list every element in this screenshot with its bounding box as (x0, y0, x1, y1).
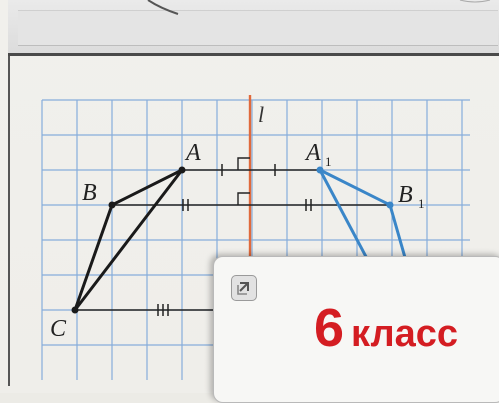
label-a1: A (304, 140, 321, 166)
header-curve-decoration (147, 0, 491, 15)
connector-segments (75, 169, 390, 311)
equal-length-ticks (157, 164, 312, 316)
page-header-bar (8, 0, 499, 56)
triangle-a1b1c1 (318, 168, 410, 269)
page-left-rule (8, 56, 10, 386)
reflection-figure: l (41, 95, 470, 390)
expand-icon-glyph (237, 282, 249, 295)
point-b1 (386, 201, 394, 209)
label-c: C (50, 316, 67, 342)
point-a1 (316, 166, 324, 174)
right-angle-marks (237, 157, 250, 205)
point-b (108, 201, 116, 209)
axis-label-l: l (258, 102, 264, 127)
grade-word: класс (351, 313, 459, 355)
grade-number: 6 (314, 298, 344, 358)
point-a (178, 166, 186, 174)
expand-icon[interactable] (231, 275, 257, 301)
label-b1-sub: 1 (418, 196, 425, 211)
label-a1-sub: 1 (325, 154, 332, 169)
label-b: B (82, 180, 97, 206)
page-header-strip (18, 10, 498, 46)
label-a: A (184, 140, 201, 166)
point-c (71, 306, 79, 314)
label-b1: B (398, 182, 413, 208)
triangle-abc (73, 168, 184, 311)
